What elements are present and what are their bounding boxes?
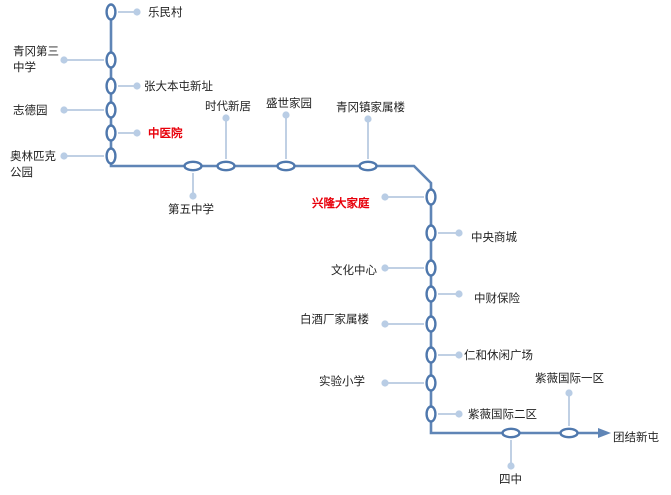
leader-dot-xinglong: [381, 193, 389, 201]
station-label-line: 四中: [499, 472, 522, 486]
leader-dot-shiyan: [381, 379, 389, 387]
station-label-tuanjie: 团结新屯: [613, 430, 659, 444]
leader-dot-qinggang3: [60, 56, 68, 64]
stop-marker-zhidezhuyuan: [105, 101, 117, 119]
leader-dot-aolinpike: [60, 152, 68, 160]
station-label-zhongyiyuan: 中医院: [148, 126, 183, 140]
stop-marker-qinggangzhen: [358, 160, 378, 172]
station-label-zhongyang: 中央商城: [471, 230, 517, 244]
leader-dot-zhongcai: [455, 290, 463, 298]
leader-dot-shidai: [222, 114, 230, 122]
leader-dot-wenhua: [381, 264, 389, 272]
stop-marker-sizhong: [501, 427, 521, 439]
stop-marker-shidai: [216, 160, 236, 172]
stop-marker-lemincun: [105, 3, 117, 21]
station-label-renhe: 仁和休闲广场: [464, 348, 533, 362]
station-label-zhongcai: 中财保险: [474, 291, 520, 305]
leader-dot-baijiu: [381, 320, 389, 328]
station-label-line: 仁和休闲广场: [464, 348, 533, 362]
station-label-ziwei1: 紫薇国际一区: [535, 371, 604, 385]
station-label-line: 张大本屯新址: [144, 79, 213, 93]
station-label-line: 志德园: [13, 103, 48, 117]
leader-dot-zhongyang: [455, 229, 463, 237]
leader-dot-zhidezhuyuan: [60, 106, 68, 114]
station-label-line: 时代新居: [205, 99, 251, 113]
stop-marker-qinggang3: [105, 51, 117, 69]
stop-marker-zhongyang: [425, 224, 437, 242]
station-label-line: 团结新屯: [613, 430, 659, 444]
stop-marker-aolinpike: [105, 147, 117, 165]
station-label-line: 公园: [10, 165, 33, 179]
station-label-sizhong: 四中: [499, 472, 522, 486]
station-label-aolinpike: 奥林匹克公园: [10, 149, 56, 179]
stop-marker-wenhua: [425, 259, 437, 277]
leader-dot-diwu: [189, 192, 197, 200]
stop-marker-xinglong: [425, 188, 437, 206]
station-label-line: 青冈镇家属楼: [336, 100, 405, 114]
stop-marker-zhangdaben: [105, 77, 117, 95]
stop-marker-zhongyiyuan: [105, 124, 117, 142]
station-label-shiyan: 实验小学: [319, 374, 365, 388]
station-label-line: 中医院: [148, 126, 183, 140]
station-label-line: 中学: [13, 60, 36, 74]
stop-marker-zhongcai: [425, 285, 437, 303]
station-label-line: 紫薇国际二区: [468, 407, 537, 421]
station-label-qinggangzhen: 青冈镇家属楼: [336, 100, 405, 114]
station-label-zhidezhuyuan: 志德园: [13, 103, 48, 117]
stop-marker-renhe: [425, 346, 437, 364]
station-label-line: 兴隆大家庭: [312, 196, 370, 210]
leader-dot-shengshi: [282, 111, 290, 119]
station-label-baijiu: 白酒厂家属楼: [300, 312, 369, 326]
route-arrow-head: [598, 428, 611, 438]
station-label-line: 紫薇国际一区: [535, 371, 604, 385]
route-line: [109, 10, 598, 435]
leader-dot-qinggangzhen: [364, 115, 372, 123]
station-label-line: 文化中心: [331, 263, 377, 277]
station-label-line: 中财保险: [474, 291, 520, 305]
leader-dot-zhangdaben: [133, 82, 141, 90]
station-label-line: 奥林匹克: [10, 149, 56, 163]
stop-marker-shiyan: [425, 374, 437, 392]
station-label-line: 白酒厂家属楼: [300, 312, 369, 326]
station-label-line: 青冈第三: [13, 44, 59, 58]
station-label-line: 第五中学: [168, 202, 214, 216]
station-label-zhangdaben: 张大本屯新址: [144, 79, 213, 93]
leader-dot-lemincun: [133, 8, 141, 16]
station-label-line: 乐民村: [148, 5, 183, 19]
leader-dot-ziwei1: [565, 389, 573, 397]
station-label-shengshi: 盛世家园: [266, 96, 312, 110]
station-label-wenhua: 文化中心: [331, 263, 377, 277]
station-label-diwu: 第五中学: [168, 202, 214, 216]
stop-marker-ziwei1: [559, 427, 579, 439]
station-label-shidai: 时代新居: [205, 99, 251, 113]
station-label-lemincun: 乐民村: [148, 5, 183, 19]
station-label-ziwei2: 紫薇国际二区: [468, 407, 537, 421]
station-label-line: 盛世家园: [266, 96, 312, 110]
stop-marker-shengshi: [276, 160, 296, 172]
stop-marker-diwu: [183, 160, 203, 172]
stop-marker-ziwei2: [425, 405, 437, 423]
leader-dot-sizhong: [507, 462, 515, 470]
leader-dot-ziwei2: [455, 410, 463, 418]
station-label-xinglong: 兴隆大家庭: [312, 196, 370, 210]
station-label-line: 实验小学: [319, 374, 365, 388]
stop-marker-baijiu: [425, 315, 437, 333]
leader-dot-zhongyiyuan: [133, 129, 141, 137]
station-label-qinggang3: 青冈第三中学: [13, 44, 59, 74]
station-label-line: 中央商城: [471, 230, 517, 244]
leader-dot-renhe: [455, 351, 463, 359]
